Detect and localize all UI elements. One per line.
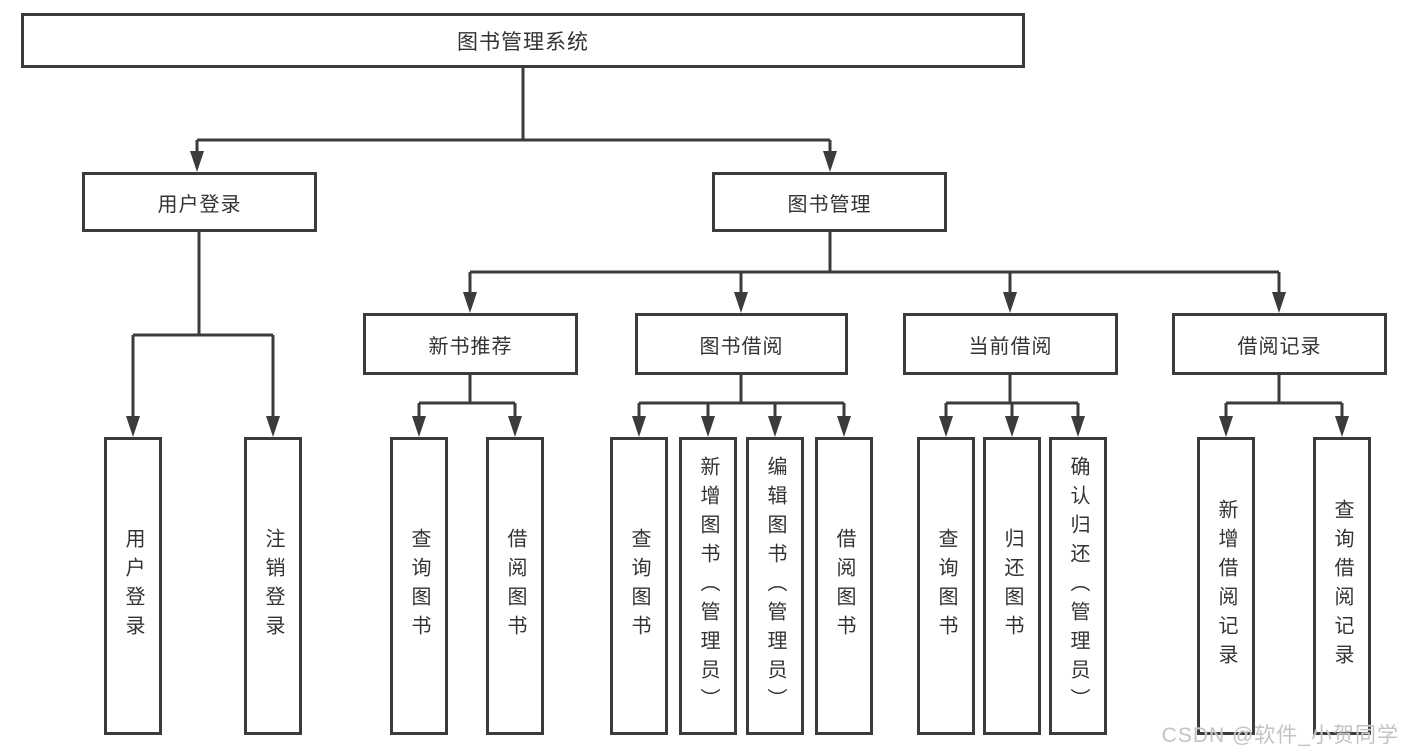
node-book-management: 图书管理 <box>712 172 947 232</box>
leaf-return-books: 归还图书 <box>983 437 1041 735</box>
leaf-query-books-current: 查询图书 <box>917 437 975 735</box>
node-new-book-recommend: 新书推荐 <box>363 313 578 375</box>
node-current-borrow: 当前借阅 <box>903 313 1118 375</box>
leaf-borrow-books: 借阅图书 <box>815 437 873 735</box>
leaf-query-books-borrow: 查询图书 <box>610 437 668 735</box>
node-user-login: 用户登录 <box>82 172 317 232</box>
leaf-query-books-recommend: 查询图书 <box>390 437 448 735</box>
csdn-watermark: CSDN @软件_小贺同学 <box>1161 724 1399 747</box>
node-book-borrow: 图书借阅 <box>635 313 848 375</box>
leaf-confirm-return-admin: 确认归还（管理员） <box>1049 437 1107 735</box>
leaf-add-books-admin: 新增图书（管理员） <box>679 437 737 735</box>
leaf-user-login: 用户登录 <box>104 437 162 735</box>
leaf-logout: 注销登录 <box>244 437 302 735</box>
leaf-edit-books-admin: 编辑图书（管理员） <box>746 437 804 735</box>
leaf-add-borrow-record: 新增借阅记录 <box>1197 437 1255 735</box>
leaf-query-borrow-record: 查询借阅记录 <box>1313 437 1371 735</box>
leaf-borrow-books-recommend: 借阅图书 <box>486 437 544 735</box>
node-borrow-records: 借阅记录 <box>1172 313 1387 375</box>
node-system-root: 图书管理系统 <box>21 13 1025 68</box>
